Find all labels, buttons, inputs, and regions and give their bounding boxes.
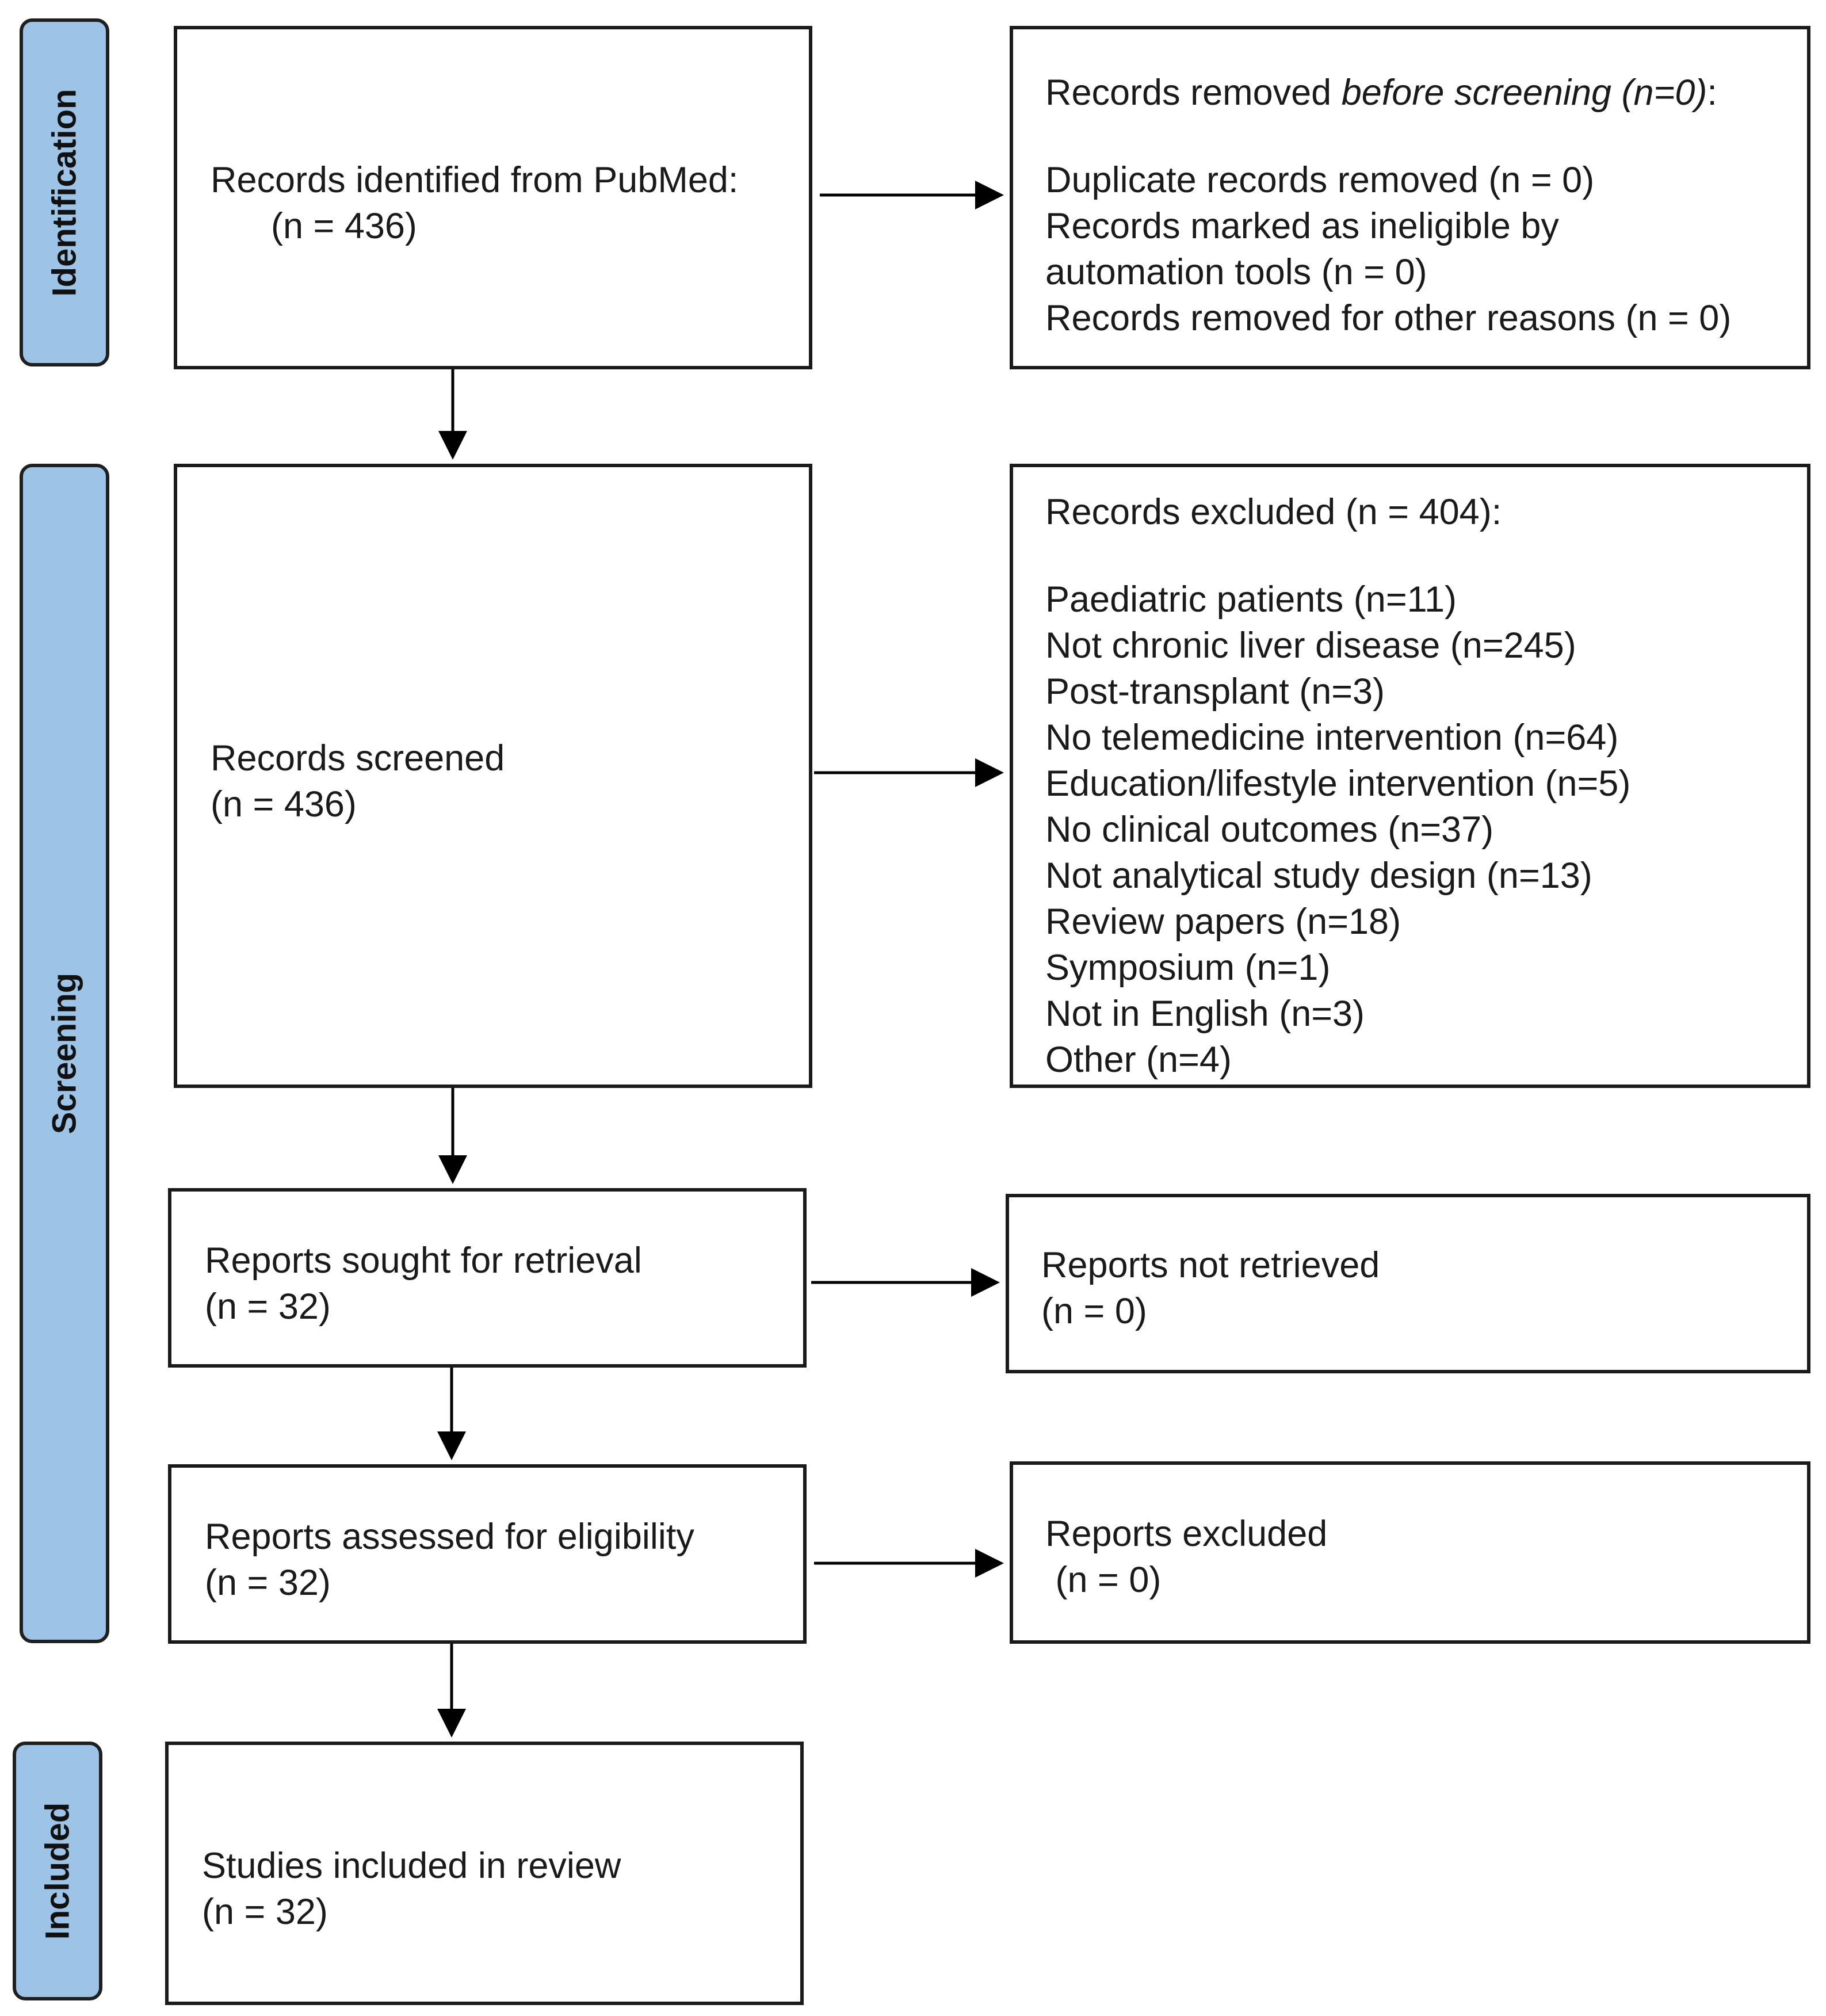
records-identified-text: Records identified from PubMed: (n = 436… — [211, 157, 738, 249]
records-removed-heading-prefix: Records removed — [1045, 72, 1342, 113]
exclusion-reason: No telemedicine intervention (n=64) — [1045, 717, 1619, 758]
records-screened-text: Records screened (n = 436) — [211, 735, 505, 827]
studies-included-box: Studies included in review (n = 32) — [165, 1742, 804, 2005]
exclusion-reason: Paediatric patients (n=11) — [1045, 579, 1457, 620]
exclusion-reason: Not analytical study design (n=13) — [1045, 856, 1592, 896]
records-removed-heading-suffix: : — [1707, 72, 1717, 113]
reports-excluded-text: Reports excluded (n = 0) — [1045, 1511, 1327, 1603]
records-screened-label: Records screened — [211, 738, 505, 778]
exclusion-reason: Symposium (n=1) — [1045, 948, 1331, 988]
identification-phase-bar: Identification — [20, 18, 109, 366]
exclusion-reason: Post-transplant (n=3) — [1045, 671, 1385, 712]
reports-sought-label: Reports sought for retrieval — [205, 1240, 642, 1281]
records-excluded-heading: Records excluded (n = 404): — [1045, 492, 1502, 532]
reports-excluded-count: (n = 0) — [1045, 1560, 1162, 1600]
included-phase-bar: Included — [13, 1742, 102, 2000]
screening-phase-bar: Screening — [20, 464, 109, 1643]
records-removed-spacer — [1045, 116, 1731, 157]
exclusion-reason: No clinical outcomes (n=37) — [1045, 810, 1494, 850]
records-removed-heading: Records removed before screening (n=0): — [1045, 70, 1731, 116]
reports-assessed-box: Reports assessed for eligibility (n = 32… — [168, 1464, 807, 1644]
records-screened-count: (n = 436) — [211, 784, 357, 824]
records-excluded-spacer — [1045, 535, 1630, 576]
reports-not-retrieved-box: Reports not retrieved (n = 0) — [1006, 1194, 1810, 1373]
reports-sought-box: Reports sought for retrieval (n = 32) — [168, 1188, 807, 1368]
reports-assessed-text: Reports assessed for eligibility (n = 32… — [205, 1514, 694, 1606]
records-removed-heading-italic: before screening (n=0) — [1341, 72, 1707, 113]
records-removed-item: automation tools (n = 0) — [1045, 252, 1427, 292]
studies-included-label: Studies included in review — [202, 1846, 621, 1886]
records-removed-item: Duplicate records removed (n = 0) — [1045, 160, 1595, 200]
records-excluded-box: Records excluded (n = 404): Paediatric p… — [1010, 464, 1810, 1088]
exclusion-reason: Not in English (n=3) — [1045, 994, 1365, 1034]
studies-included-count: (n = 32) — [202, 1892, 328, 1932]
reports-not-retrieved-count: (n = 0) — [1041, 1291, 1147, 1331]
screening-phase-label: Screening — [45, 972, 83, 1135]
studies-included-text: Studies included in review (n = 32) — [202, 1843, 621, 1935]
reports-not-retrieved-label: Reports not retrieved — [1041, 1245, 1380, 1285]
exclusion-reason: Review papers (n=18) — [1045, 902, 1401, 942]
records-excluded-text: Records excluded (n = 404): Paediatric p… — [1045, 489, 1630, 1083]
records-screened-box: Records screened (n = 436) — [174, 464, 812, 1088]
reports-not-retrieved-text: Reports not retrieved (n = 0) — [1041, 1242, 1380, 1334]
records-removed-box: Records removed before screening (n=0): … — [1010, 26, 1810, 369]
exclusion-reason: Not chronic liver disease (n=245) — [1045, 625, 1576, 666]
records-removed-text: Records removed before screening (n=0): … — [1045, 70, 1731, 341]
reports-sought-count: (n = 32) — [205, 1286, 331, 1327]
reports-excluded-label: Reports excluded — [1045, 1514, 1328, 1554]
records-identified-box: Records identified from PubMed: (n = 436… — [174, 26, 812, 369]
reports-assessed-label: Reports assessed for eligibility — [205, 1517, 694, 1557]
records-removed-item: Records marked as ineligible by — [1045, 206, 1559, 246]
exclusion-reason: Other (n=4) — [1045, 1040, 1232, 1080]
records-identified-count: (n = 436) — [271, 206, 417, 246]
reports-sought-text: Reports sought for retrieval (n = 32) — [205, 1238, 642, 1330]
exclusion-reason: Education/lifestyle intervention (n=5) — [1045, 763, 1631, 804]
reports-excluded-box: Reports excluded (n = 0) — [1010, 1461, 1810, 1644]
records-identified-label: Records identified from PubMed: — [211, 160, 739, 200]
identification-phase-label: Identification — [45, 89, 83, 296]
records-removed-item: Records removed for other reasons (n = 0… — [1045, 298, 1732, 338]
included-phase-label: Included — [39, 1802, 77, 1940]
reports-assessed-count: (n = 32) — [205, 1563, 331, 1603]
